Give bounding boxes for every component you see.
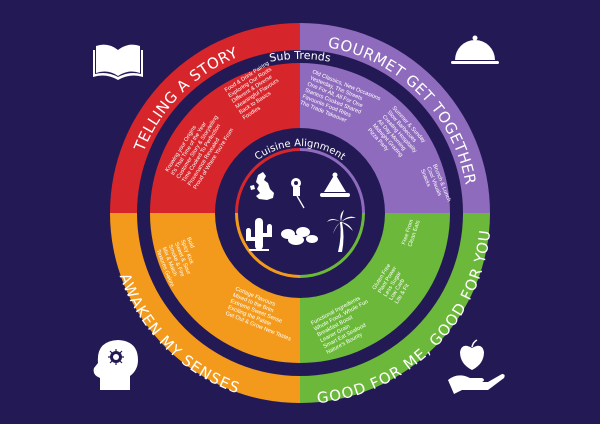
subtrend-block-purple-2: Summer & SundaySlow BarbecuesCreating Ho… — [366, 105, 428, 167]
cactus-icon — [246, 218, 272, 251]
book-icon — [93, 44, 143, 80]
tagine-icon — [320, 172, 350, 197]
subtrend-block-orange-1: BoldSpicy KickSweet & SourSmoke & FireMi… — [155, 237, 206, 288]
dumplings-icon — [281, 227, 318, 245]
sub-trends-label: Sub Trends — [268, 49, 332, 65]
skewer-icon — [291, 178, 305, 209]
palm-tree-icon — [327, 210, 356, 252]
subtrend-item: Bold — [185, 237, 195, 250]
cloche-icon — [451, 35, 499, 64]
uk-map-icon — [250, 172, 274, 200]
head-idea-icon — [93, 340, 138, 390]
hand-apple-icon — [448, 339, 505, 394]
